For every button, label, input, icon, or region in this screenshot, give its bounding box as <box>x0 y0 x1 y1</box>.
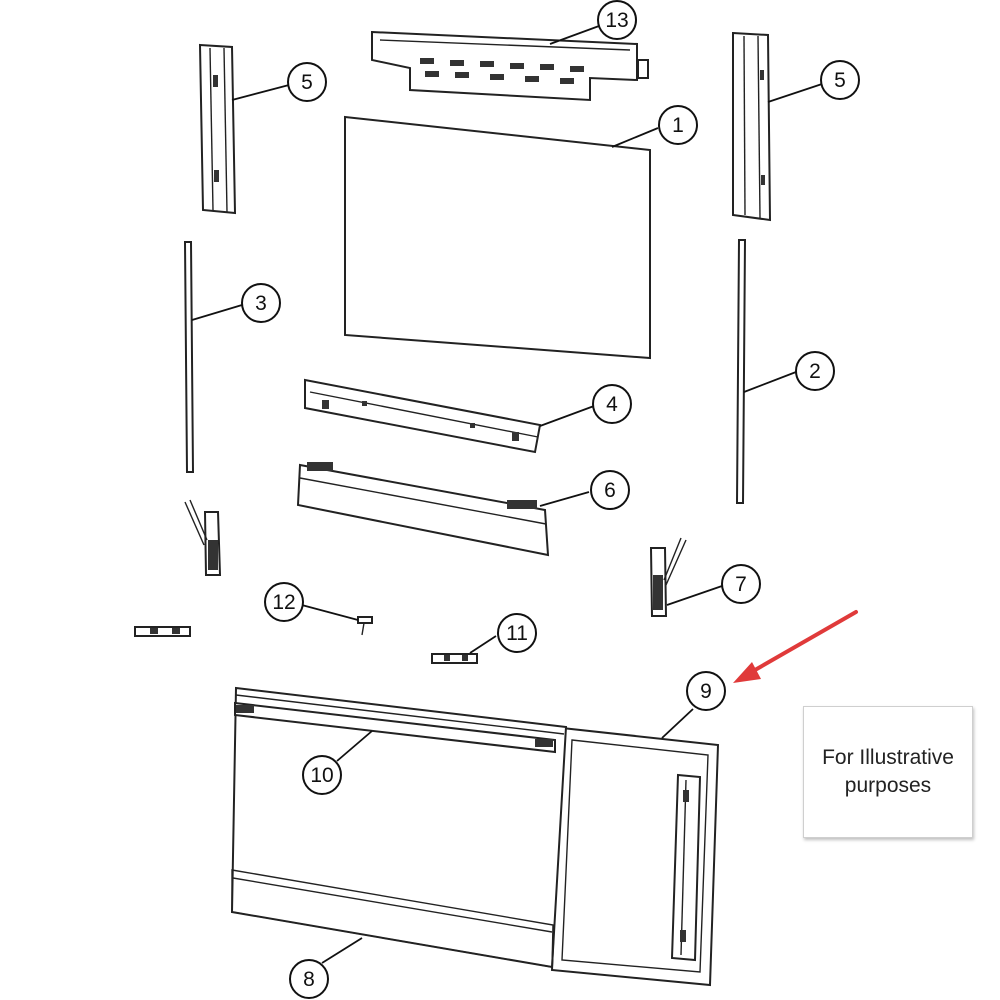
callout-7: 7 <box>721 564 761 604</box>
part-5-right-channel <box>732 31 772 222</box>
callout-12: 12 <box>264 582 304 622</box>
part-6-lower-rail <box>296 462 550 557</box>
callout-11: 11 <box>497 613 537 653</box>
callout-11-number: 11 <box>506 622 528 645</box>
part-7-right-hinge <box>649 537 687 617</box>
illustrative-note-text: For Illustrative purposes <box>822 746 954 797</box>
callout-5-right: 5 <box>820 60 860 100</box>
callout-4: 4 <box>592 384 632 424</box>
callout-5-left: 5 <box>287 62 327 102</box>
callout-13: 13 <box>597 0 637 40</box>
callout-7-number: 7 <box>735 573 747 596</box>
part-10-door-handle <box>234 701 556 754</box>
part-12-screw <box>357 616 373 636</box>
callout-9: 9 <box>686 671 726 711</box>
callout-3: 3 <box>241 283 281 323</box>
callout-6-number: 6 <box>604 479 616 502</box>
red-arrow-icon <box>733 610 858 683</box>
callout-4-number: 4 <box>606 393 618 416</box>
callout-13-number: 13 <box>605 9 628 32</box>
leader-lines <box>191 25 823 964</box>
callout-5-right-number: 5 <box>834 69 846 92</box>
part-3-left-trim <box>183 241 195 473</box>
part-11-bracket <box>431 653 478 664</box>
callout-5-left-number: 5 <box>301 71 313 94</box>
illustrative-note: For Illustrative purposes <box>803 706 973 838</box>
part-13-vent-bracket <box>371 30 649 102</box>
callout-8-number: 8 <box>303 968 315 991</box>
callout-6: 6 <box>590 470 630 510</box>
part-4-upper-rail <box>304 378 542 454</box>
callout-8: 8 <box>289 959 329 999</box>
callout-10: 10 <box>302 755 342 795</box>
callout-10-number: 10 <box>310 764 333 787</box>
part-5-left-channel <box>198 43 237 215</box>
callout-2: 2 <box>795 351 835 391</box>
part-1-glass-panel <box>344 115 651 360</box>
part-2-right-trim <box>735 239 747 504</box>
callout-1-number: 1 <box>672 114 684 137</box>
callout-9-number: 9 <box>700 680 712 703</box>
callout-3-number: 3 <box>255 292 267 315</box>
part-9-inner-door-panel <box>550 726 720 987</box>
part-7-left-hinge <box>184 499 222 576</box>
small-bracket-left <box>134 626 191 637</box>
callout-12-number: 12 <box>272 591 295 614</box>
callout-1: 1 <box>658 105 698 145</box>
callout-2-number: 2 <box>809 360 821 383</box>
